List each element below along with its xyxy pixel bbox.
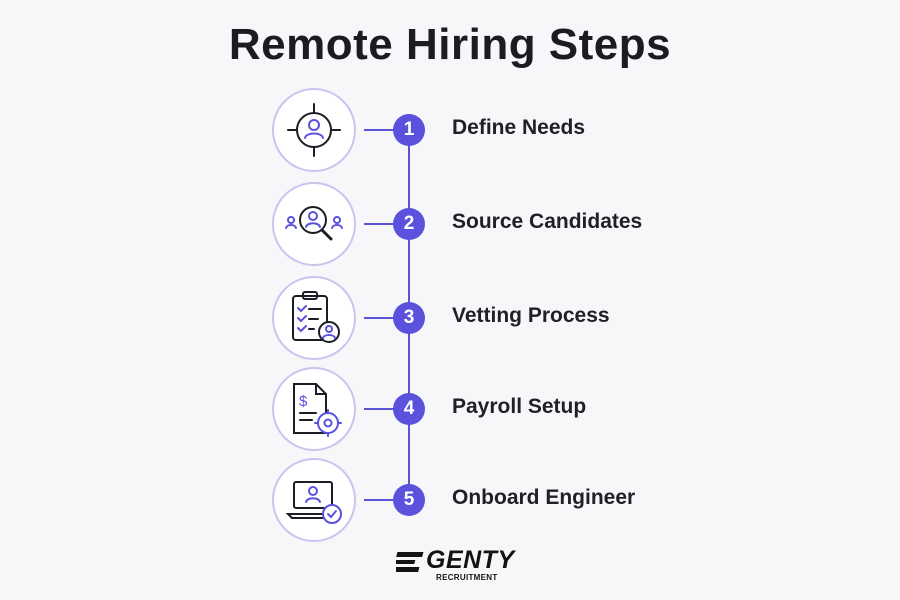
step-number-badge: 1 xyxy=(393,114,425,146)
logo-mark-icon xyxy=(396,552,424,572)
step-2: 2 Source Candidates xyxy=(0,182,900,272)
step-label: Source Candidates xyxy=(452,210,643,233)
step-label: Onboard Engineer xyxy=(452,486,636,509)
step-number-badge: 5 xyxy=(393,484,425,516)
step-connector xyxy=(364,129,394,131)
step-number-badge: 4 xyxy=(393,393,425,425)
logo-subtitle: RECRUITMENT xyxy=(436,573,498,582)
page-title: Remote Hiring Steps xyxy=(228,20,672,69)
step-connector xyxy=(364,499,394,501)
step-1: 1 Define Needs xyxy=(0,88,900,178)
brand-logo: GENTY RECRUITMENT xyxy=(396,546,514,588)
step-label: Payroll Setup xyxy=(452,395,587,418)
logo-name: GENTY xyxy=(426,546,515,574)
clipboard-checklist-icon xyxy=(272,276,356,360)
step-number-badge: 3 xyxy=(393,302,425,334)
payroll-document-gear-icon: $ xyxy=(272,367,356,451)
step-4: $ 4 Payroll Setup xyxy=(0,367,900,457)
step-5: 5 Onboard Engineer xyxy=(0,458,900,548)
step-connector xyxy=(364,317,394,319)
search-candidates-icon xyxy=(272,182,356,266)
step-label: Vetting Process xyxy=(452,304,610,327)
target-person-icon xyxy=(272,88,356,172)
step-connector xyxy=(364,408,394,410)
laptop-check-icon xyxy=(272,458,356,542)
step-label: Define Needs xyxy=(452,116,586,139)
svg-text:$: $ xyxy=(299,393,308,410)
step-number-badge: 2 xyxy=(393,208,425,240)
step-3: 3 Vetting Process xyxy=(0,276,900,366)
step-connector xyxy=(364,223,394,225)
